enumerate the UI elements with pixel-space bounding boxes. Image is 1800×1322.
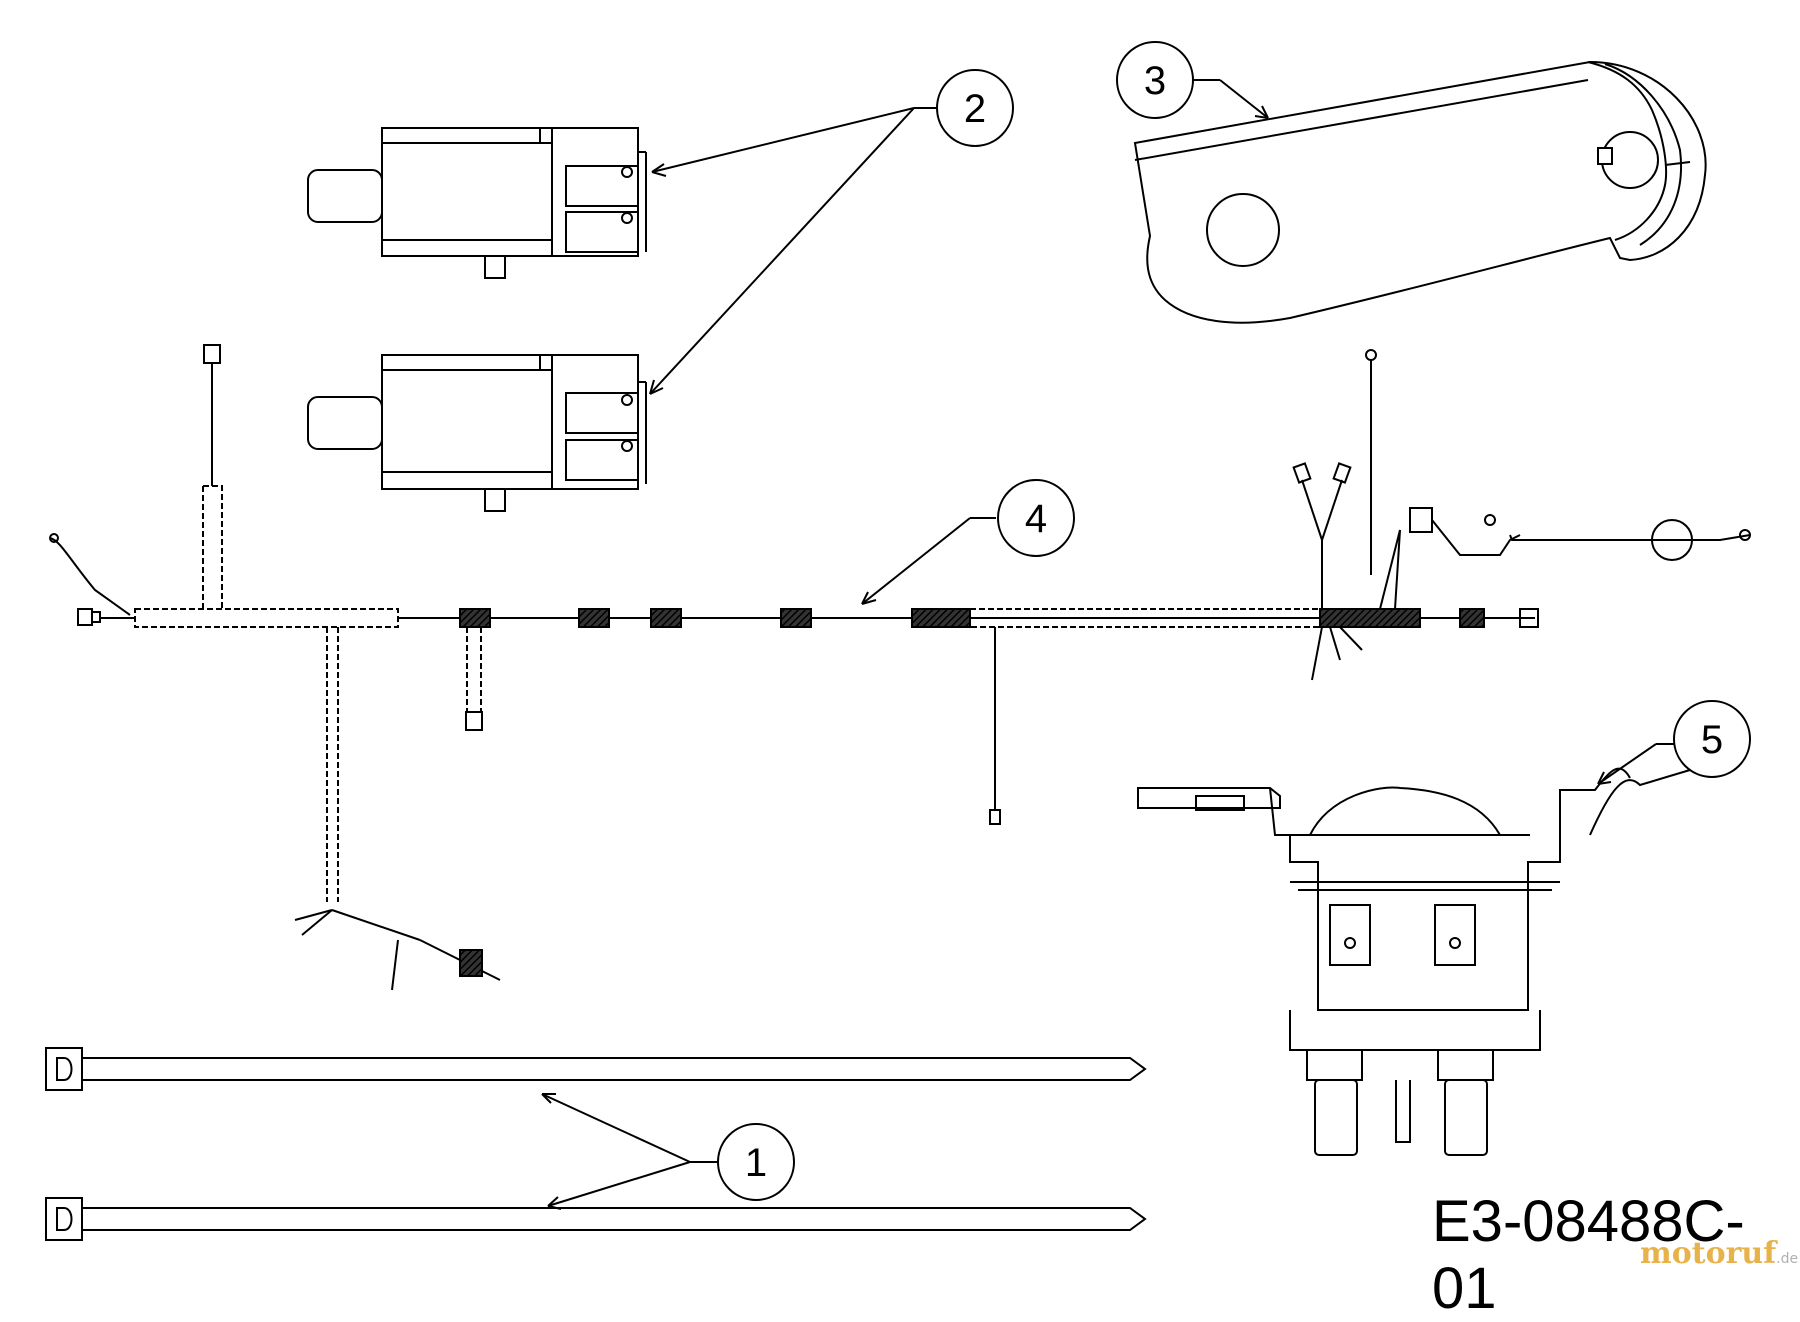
callout-5: 5 xyxy=(1673,700,1751,778)
watermark-tld: .de xyxy=(1776,1251,1799,1267)
cable-tie-lower xyxy=(45,1197,1147,1241)
watermark-brand: motoruf xyxy=(1640,1236,1777,1271)
callout-4-label: 4 xyxy=(1025,497,1047,541)
parts-diagram: 1 2 3 4 5 xyxy=(45,41,1751,1241)
cable-tie-upper xyxy=(45,1047,1147,1091)
callout-4: 4 xyxy=(997,479,1075,557)
callout-1-label: 1 xyxy=(745,1141,767,1185)
leader-lines xyxy=(541,79,1680,1210)
callout-2-label: 2 xyxy=(964,87,986,131)
switch-upper xyxy=(307,127,647,279)
callout-3-label: 3 xyxy=(1144,59,1166,103)
callout-1: 1 xyxy=(717,1123,795,1201)
watermark-logo: motoruf.de xyxy=(1640,1236,1798,1271)
callout-5-label: 5 xyxy=(1701,718,1723,762)
solenoid xyxy=(1137,767,1691,1156)
bracket xyxy=(1133,60,1707,324)
callout-2: 2 xyxy=(936,69,1014,147)
callout-3: 3 xyxy=(1116,41,1194,119)
switch-lower xyxy=(307,354,647,512)
wiring-harness xyxy=(49,344,1751,991)
